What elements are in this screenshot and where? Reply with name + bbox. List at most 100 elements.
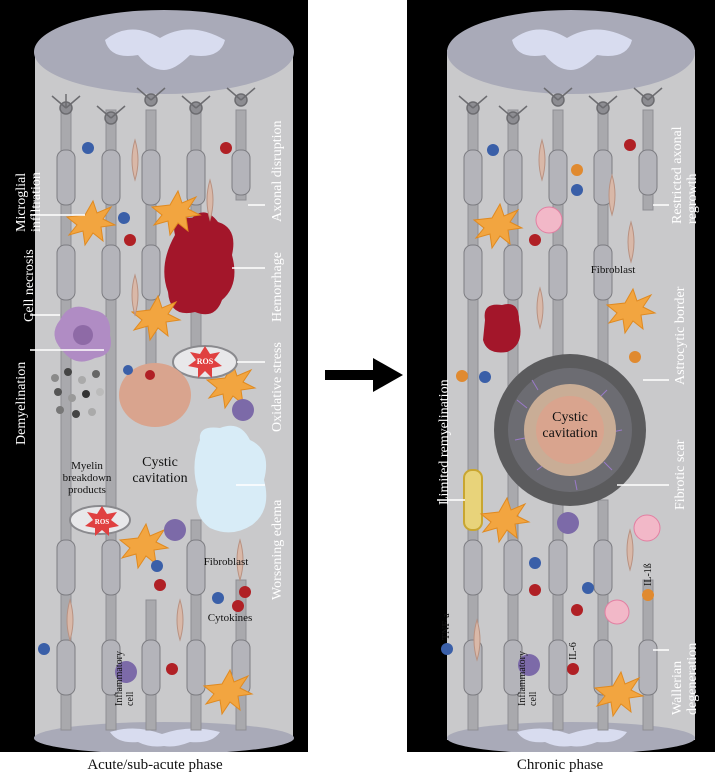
myelin-sheath <box>463 244 483 301</box>
label-limited-remyelination: Limited remyelination <box>437 379 452 505</box>
myelin-sheath <box>56 539 76 596</box>
astrocyte-network <box>514 379 623 491</box>
cytokine-dot <box>118 212 130 224</box>
myelin-sheath <box>463 149 483 206</box>
fibroblast-icon <box>206 178 214 222</box>
myelin-sheath <box>548 539 568 596</box>
fibroblast-icon <box>176 598 184 642</box>
neuron-icon <box>498 105 528 125</box>
myelin-sheath <box>503 539 523 596</box>
inflammatory-cell <box>232 399 254 421</box>
myelin-sheath <box>101 539 121 596</box>
fibroblast-label: Fibroblast <box>203 556 249 568</box>
edema <box>194 425 267 533</box>
fibroblast-icon <box>536 286 544 330</box>
progression-arrow-icon <box>325 358 403 392</box>
fibroblast-icon <box>66 598 74 642</box>
remyelinated-sheath <box>463 469 483 531</box>
acute-cord-illustration <box>30 10 294 752</box>
microglia-icon <box>65 199 117 247</box>
cytokine-dot <box>624 139 636 151</box>
fibroblast-icon <box>626 528 634 572</box>
il1b-dot <box>642 589 654 601</box>
myelin-sheath <box>548 149 568 206</box>
myelin-sheath <box>186 149 206 206</box>
label-oxidative-stress: Oxidative stress <box>270 342 285 432</box>
label-axonal-disruption: Axonal disruption <box>270 120 285 223</box>
il6-label: IL-6 <box>568 642 579 660</box>
cytokine-dot <box>38 643 50 655</box>
astrocyte-icon <box>479 496 531 544</box>
cytokine-dot <box>212 592 224 604</box>
neuron-icon <box>458 95 488 115</box>
astrocyte-icon <box>202 668 254 716</box>
cytokine-dot <box>220 142 232 154</box>
cytokine-dot <box>571 604 583 616</box>
cytokine-dot <box>123 365 133 375</box>
fibroblast-icon <box>538 138 546 182</box>
myelin-sheath <box>186 639 206 696</box>
inflammatory-cell <box>164 519 186 541</box>
hemorrhage-remnant <box>483 304 521 353</box>
myelin-sheath <box>638 149 658 196</box>
inflammatory-cell <box>115 661 137 683</box>
label-demyelination: Demyelination <box>14 361 29 445</box>
cytokine-dot <box>479 371 491 383</box>
fibroblast-icon <box>236 538 244 582</box>
myelin-sheath <box>186 539 206 596</box>
cytokines-label: Cytokines <box>207 612 253 624</box>
cystic-cavitation <box>536 396 604 464</box>
myelin-sheath <box>56 639 76 696</box>
myelin-sheath <box>141 244 161 301</box>
cytokine-dot <box>582 582 594 594</box>
myelin-sheath <box>593 244 613 301</box>
fibroblast-label: Fibroblast <box>590 264 636 276</box>
neuron-icon <box>226 87 256 107</box>
cytokine-dot <box>154 579 166 591</box>
cytokine-dot <box>232 600 244 612</box>
cytokine-dot <box>151 560 163 572</box>
cytokine-dot <box>456 370 468 382</box>
myelin-sheath <box>56 149 76 206</box>
ros-burst <box>188 346 222 378</box>
label-fibrotic-scar: Fibrotic scar <box>673 439 688 510</box>
cytokine-dot <box>124 234 136 246</box>
neuron-icon <box>181 95 211 115</box>
astrocyte-icon <box>130 294 182 342</box>
cytokine-dot <box>145 370 155 380</box>
fibroblast-icon <box>131 273 139 317</box>
axon <box>190 519 202 731</box>
myelin-sheath <box>231 149 251 196</box>
il6-dot <box>567 663 579 675</box>
axon <box>552 109 564 371</box>
inflammatory-cell <box>557 512 579 534</box>
neuron-icon <box>96 105 126 125</box>
caption-chronic-phase: Chronic phase <box>516 757 604 773</box>
myelin-sheath <box>548 639 568 696</box>
fibroblast-icon <box>627 220 635 264</box>
grey-matter-bottom <box>110 728 220 747</box>
inflammatory-cell <box>518 654 540 676</box>
axon <box>597 109 609 371</box>
cytokine-dot <box>529 557 541 569</box>
myelin-sheath <box>141 639 161 696</box>
fibroblast-icon <box>608 173 616 217</box>
cytokine-dot <box>571 164 583 176</box>
il1b-label: IL-1ß <box>643 563 654 586</box>
axon <box>105 109 117 731</box>
myelin-sheath <box>101 244 121 301</box>
neutrophil <box>604 599 630 625</box>
myelin-sheath <box>548 244 568 301</box>
tnf-dot <box>441 643 453 655</box>
fibroblast-icon <box>131 138 139 182</box>
neutrophil <box>535 206 563 234</box>
myelin-sheath <box>56 244 76 301</box>
cytokine-dot <box>529 234 541 246</box>
myelin-sheath <box>101 149 121 206</box>
neuron-icon <box>136 87 166 107</box>
